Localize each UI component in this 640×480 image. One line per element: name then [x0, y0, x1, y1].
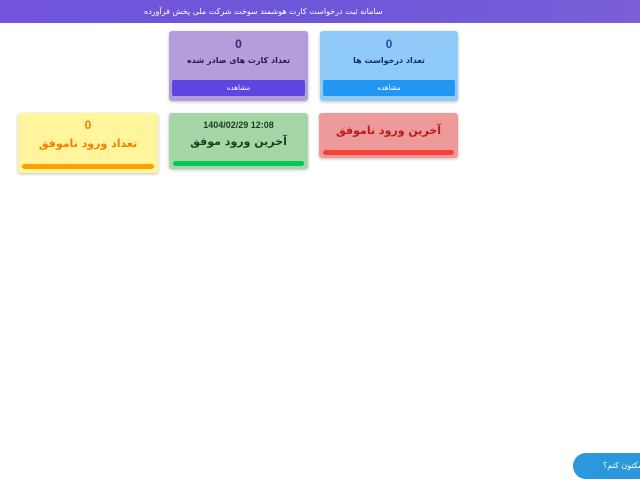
- failed-login-count: 0: [84, 118, 92, 132]
- issued-cards-count: 0: [235, 37, 242, 51]
- last-successful-login-bar: [173, 161, 304, 166]
- header-title: سامانه ثبت درخواست کارت هوشمند سوخت شرکت…: [144, 7, 383, 39]
- help-chat-label: چه کمکتون کنم؟: [603, 461, 640, 470]
- requests-count: 0: [385, 37, 393, 51]
- last-failed-login-label: آخرین ورود ناموفق: [336, 124, 441, 137]
- issued-cards-card: 0 تعداد کارت های صادر شده مشاهده: [169, 31, 308, 101]
- issued-cards-label: تعداد کارت های صادر شده: [187, 56, 290, 65]
- last-successful-login-card: 1404/02/29 12:08 آخرین ورود موفق: [169, 113, 308, 169]
- view-issued-cards-button[interactable]: مشاهده: [172, 80, 305, 96]
- last-successful-login-timestamp: 1404/02/29 12:08: [203, 120, 274, 130]
- last-successful-login-label: آخرین ورود موفق: [190, 135, 287, 148]
- view-requests-button[interactable]: مشاهده: [323, 80, 455, 96]
- failed-login-count-card: 0 تعداد ورود ناموفق: [18, 113, 158, 173]
- requests-label: تعداد درخواست ها: [353, 56, 425, 65]
- last-failed-login-card: آخرین ورود ناموفق: [319, 113, 458, 158]
- requests-card: 0 تعداد درخواست ها مشاهده: [320, 31, 458, 101]
- last-failed-login-bar: [323, 150, 454, 155]
- header-banner: سامانه ثبت درخواست کارت هوشمند سوخت شرکت…: [0, 0, 640, 39]
- failed-login-count-label: تعداد ورود ناموفق: [38, 137, 138, 150]
- help-chat-button[interactable]: چه کمکتون کنم؟: [573, 453, 640, 479]
- failed-login-count-bar: [22, 164, 154, 169]
